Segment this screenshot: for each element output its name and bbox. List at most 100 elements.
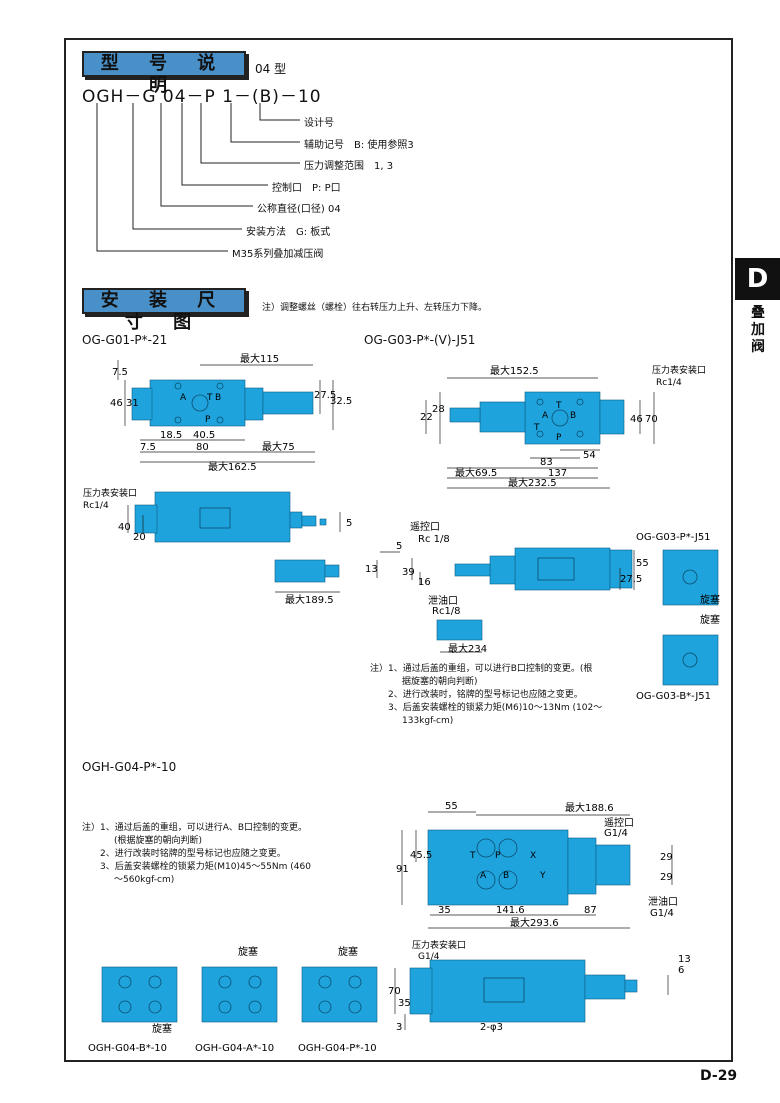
model-suffix: 04 型 [255, 62, 287, 76]
g01-port-p: P [205, 415, 211, 425]
model-code: OGH－G 04－P 1－(B)－10 [82, 87, 322, 107]
g04-plug-1: 旋塞 [238, 945, 258, 958]
g04-dim-29b: 29 [660, 872, 673, 883]
g04-note-1b: (根据旋塞的朝向判断) [114, 836, 203, 846]
g01-dim-40: 40 [118, 522, 131, 533]
g01-dim-18-5: 18.5 [160, 430, 182, 441]
g04-dim-6: 6 [678, 965, 684, 976]
g04-remote-label: 遥控口 [604, 816, 634, 829]
g03-dim-28: 28 [432, 404, 445, 415]
g03-port-t1: T [555, 401, 562, 411]
g04-port-b: B [503, 871, 509, 881]
install-note: 注）调整螺丝（螺栓）往右转压力上升、左转压力下降。 [262, 303, 488, 313]
g04-hole: 2-φ3 [480, 1022, 503, 1033]
g04-drain-g: G1/4 [650, 908, 674, 919]
legend-3: 压力调整范围 1, 3 [304, 161, 394, 172]
g01-dim-32-5: 32.5 [330, 396, 352, 407]
g04-note-1: 注）1、通过后盖的重组，可以进行A、B口控制的变更。 [82, 823, 308, 833]
g01-dim-max115: 最大115 [240, 352, 279, 365]
g03-dim-max232-5: 最大232.5 [508, 476, 557, 489]
g04-caption-b: OGH-G04-B*-10 [88, 1043, 167, 1054]
g04-plug-3: 旋塞 [152, 1022, 172, 1035]
g03-dim-27-5: 27.5 [620, 574, 642, 585]
legend-5: 公称直径(口径) 04 [257, 204, 341, 215]
g03-drain-rc: Rc1/8 [432, 606, 461, 617]
g03-dim-83: 83 [540, 457, 553, 468]
g04-dim-max293-6: 最大293.6 [510, 916, 559, 929]
g04-port-y: Y [539, 871, 546, 881]
g03-dim-22: 22 [420, 412, 433, 423]
install-section-title: 安 装 尺 寸 图 [82, 288, 246, 333]
g01-dim-7-5a: 7.5 [112, 367, 128, 378]
g03-dim-46: 46 [630, 414, 643, 425]
g03-dim-16: 16 [418, 577, 431, 588]
g01-dim-5: 5 [346, 518, 352, 529]
g03-dim-max234: 最大234 [448, 642, 487, 655]
g03-port-a: A [542, 411, 549, 421]
g03-gauge-rc: Rc1/4 [656, 378, 682, 388]
g03-gauge-label: 压力表安装口 [652, 364, 706, 376]
g01-port-a: A [180, 393, 187, 403]
g01-dim-40-5: 40.5 [193, 430, 215, 441]
g03-drain-label: 泄油口 [428, 594, 458, 607]
g04-note-3: 3、后盖安装螺栓的锁紧力矩(M10)45～55Nm (460 [100, 862, 311, 872]
page-number: D-29 [700, 1068, 738, 1084]
g04-caption-p: OGH-G04-P*-10 [298, 1043, 377, 1054]
g04-dim-70: 70 [388, 986, 401, 997]
g04-port-a: A [480, 871, 487, 881]
g01-dim-max189-5: 最大189.5 [285, 593, 334, 606]
section-tab-label: 叠加阀 [751, 305, 765, 355]
g01-dim-max162-5: 最大162.5 [208, 460, 257, 473]
g03-port-t2: T [533, 423, 540, 433]
g01-dim-31: 31 [126, 398, 139, 409]
g03-dim-54: 54 [583, 450, 596, 461]
g01-gauge-label: 压力表安装口 [83, 487, 137, 499]
g03-note-3b: 133kgf-cm) [402, 716, 454, 726]
g03-port-b: B [570, 411, 576, 421]
g04-caption-a: OGH-G04-A*-10 [195, 1043, 274, 1054]
legend-1: 设计号 [304, 118, 334, 129]
g03-dim-13: 13 [365, 564, 378, 575]
g03-dim-max152-5: 最大152.5 [490, 364, 539, 377]
g03-plug-1: 旋塞 [700, 593, 720, 606]
g04-port-x: X [530, 851, 536, 861]
g01-dim-46: 46 [110, 398, 123, 409]
g04-dim-35: 35 [438, 905, 451, 916]
g04-gauge-g: G1/4 [418, 952, 440, 962]
g04-notes: 注）1、通过后盖的重组，可以进行A、B口控制的变更。 (根据旋塞的朝向判断) 2… [82, 822, 352, 887]
g04-note-3b: ～560kgf-cm) [114, 875, 175, 885]
g03-dim-39: 39 [402, 567, 415, 578]
legend-7: M35系列叠加减压阀 [232, 249, 324, 260]
g04-dim-91: 91 [396, 864, 409, 875]
g04-dim-35v: 35 [398, 998, 411, 1009]
g04-gauge-label: 压力表安装口 [412, 939, 466, 951]
g04-dim-55: 55 [445, 801, 458, 812]
g04-note-2: 2、进行改装时铭牌的型号标记也应随之变更。 [100, 849, 286, 859]
g01-port-b: B [215, 393, 221, 403]
g03-dim-70: 70 [645, 414, 658, 425]
g03-remote-label: 遥控口 [410, 520, 440, 533]
legend-4: 控制口 P: P口 [272, 183, 341, 194]
legend-2: 辅助记号 B: 使用参照3 [304, 140, 414, 151]
g01-port-t: T [206, 393, 213, 403]
g01-title: OG-G01-P*-21 [82, 333, 168, 347]
g04-dim-45-5: 45.5 [410, 850, 432, 861]
g01-dim-max75: 最大75 [262, 440, 295, 453]
g03-dim-max69-5: 最大69.5 [455, 466, 497, 479]
g01-dim-20: 20 [133, 532, 146, 543]
g04-dim-141-6: 141.6 [496, 905, 525, 916]
section-tab: D [735, 258, 780, 300]
g03-variant-j51: OG-G03-P*-J51 [636, 532, 711, 543]
g03-port-p: P [556, 433, 562, 443]
g01-gauge-rc: Rc1/4 [83, 501, 109, 511]
page-frame [64, 38, 733, 1062]
g04-dim-13: 13 [678, 954, 691, 965]
g03-remote-rc: Rc 1/8 [418, 534, 450, 545]
g03-plug-2: 旋塞 [700, 613, 720, 626]
g03-note-1b: 据旋塞的朝向判断) [402, 677, 478, 687]
g04-dim-max188-6: 最大188.6 [565, 801, 614, 814]
g04-title: OGH-G04-P*-10 [82, 760, 177, 774]
